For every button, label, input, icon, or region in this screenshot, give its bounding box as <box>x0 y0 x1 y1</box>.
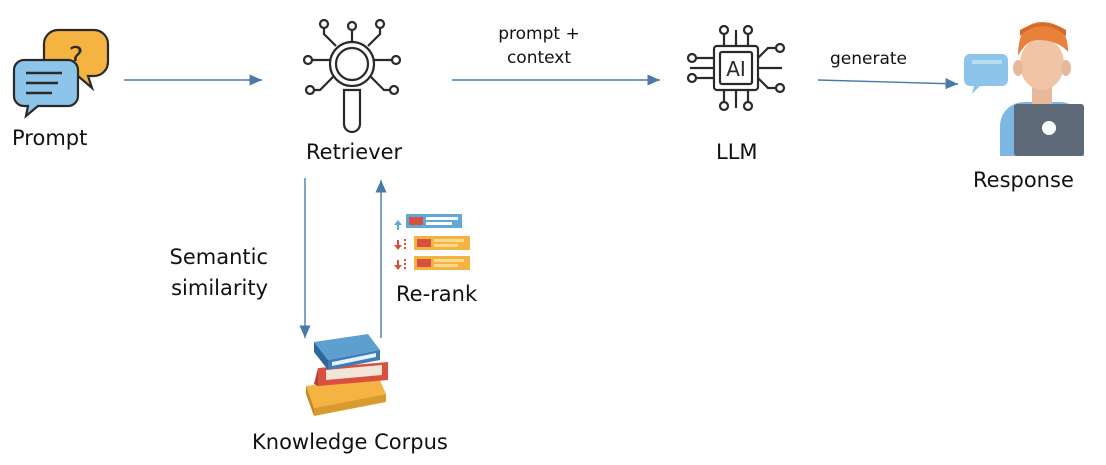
prompt-label: Prompt <box>12 126 88 150</box>
ai-chip-text: AI <box>726 57 746 81</box>
semantic-similarity-label: Semantic similarity <box>168 242 269 304</box>
corpus-label: Knowledge Corpus <box>252 430 448 454</box>
speech-bubbles-question-icon: ? <box>12 28 110 119</box>
person-laptop-icon <box>964 22 1084 156</box>
arrow-llm-to-response <box>817 78 959 90</box>
prompt-context-line2: context <box>506 48 572 68</box>
magnifier-circuit-icon <box>302 18 402 134</box>
prompt-context-label: prompt + context <box>494 22 584 70</box>
generate-label: generate <box>830 49 908 69</box>
ai-chip-icon: AI <box>686 24 786 112</box>
retriever-label: Retriever <box>306 140 403 164</box>
ranked-list-icon <box>394 214 470 270</box>
semantic-line2: similarity <box>171 276 268 300</box>
llm-label: LLM <box>716 140 758 164</box>
semantic-line1: Semantic <box>169 245 269 269</box>
response-label: Response <box>973 168 1074 192</box>
prompt-context-line1: prompt + <box>498 24 580 44</box>
book-stack-icon <box>306 334 388 416</box>
rerank-label: Re-rank <box>396 282 478 306</box>
